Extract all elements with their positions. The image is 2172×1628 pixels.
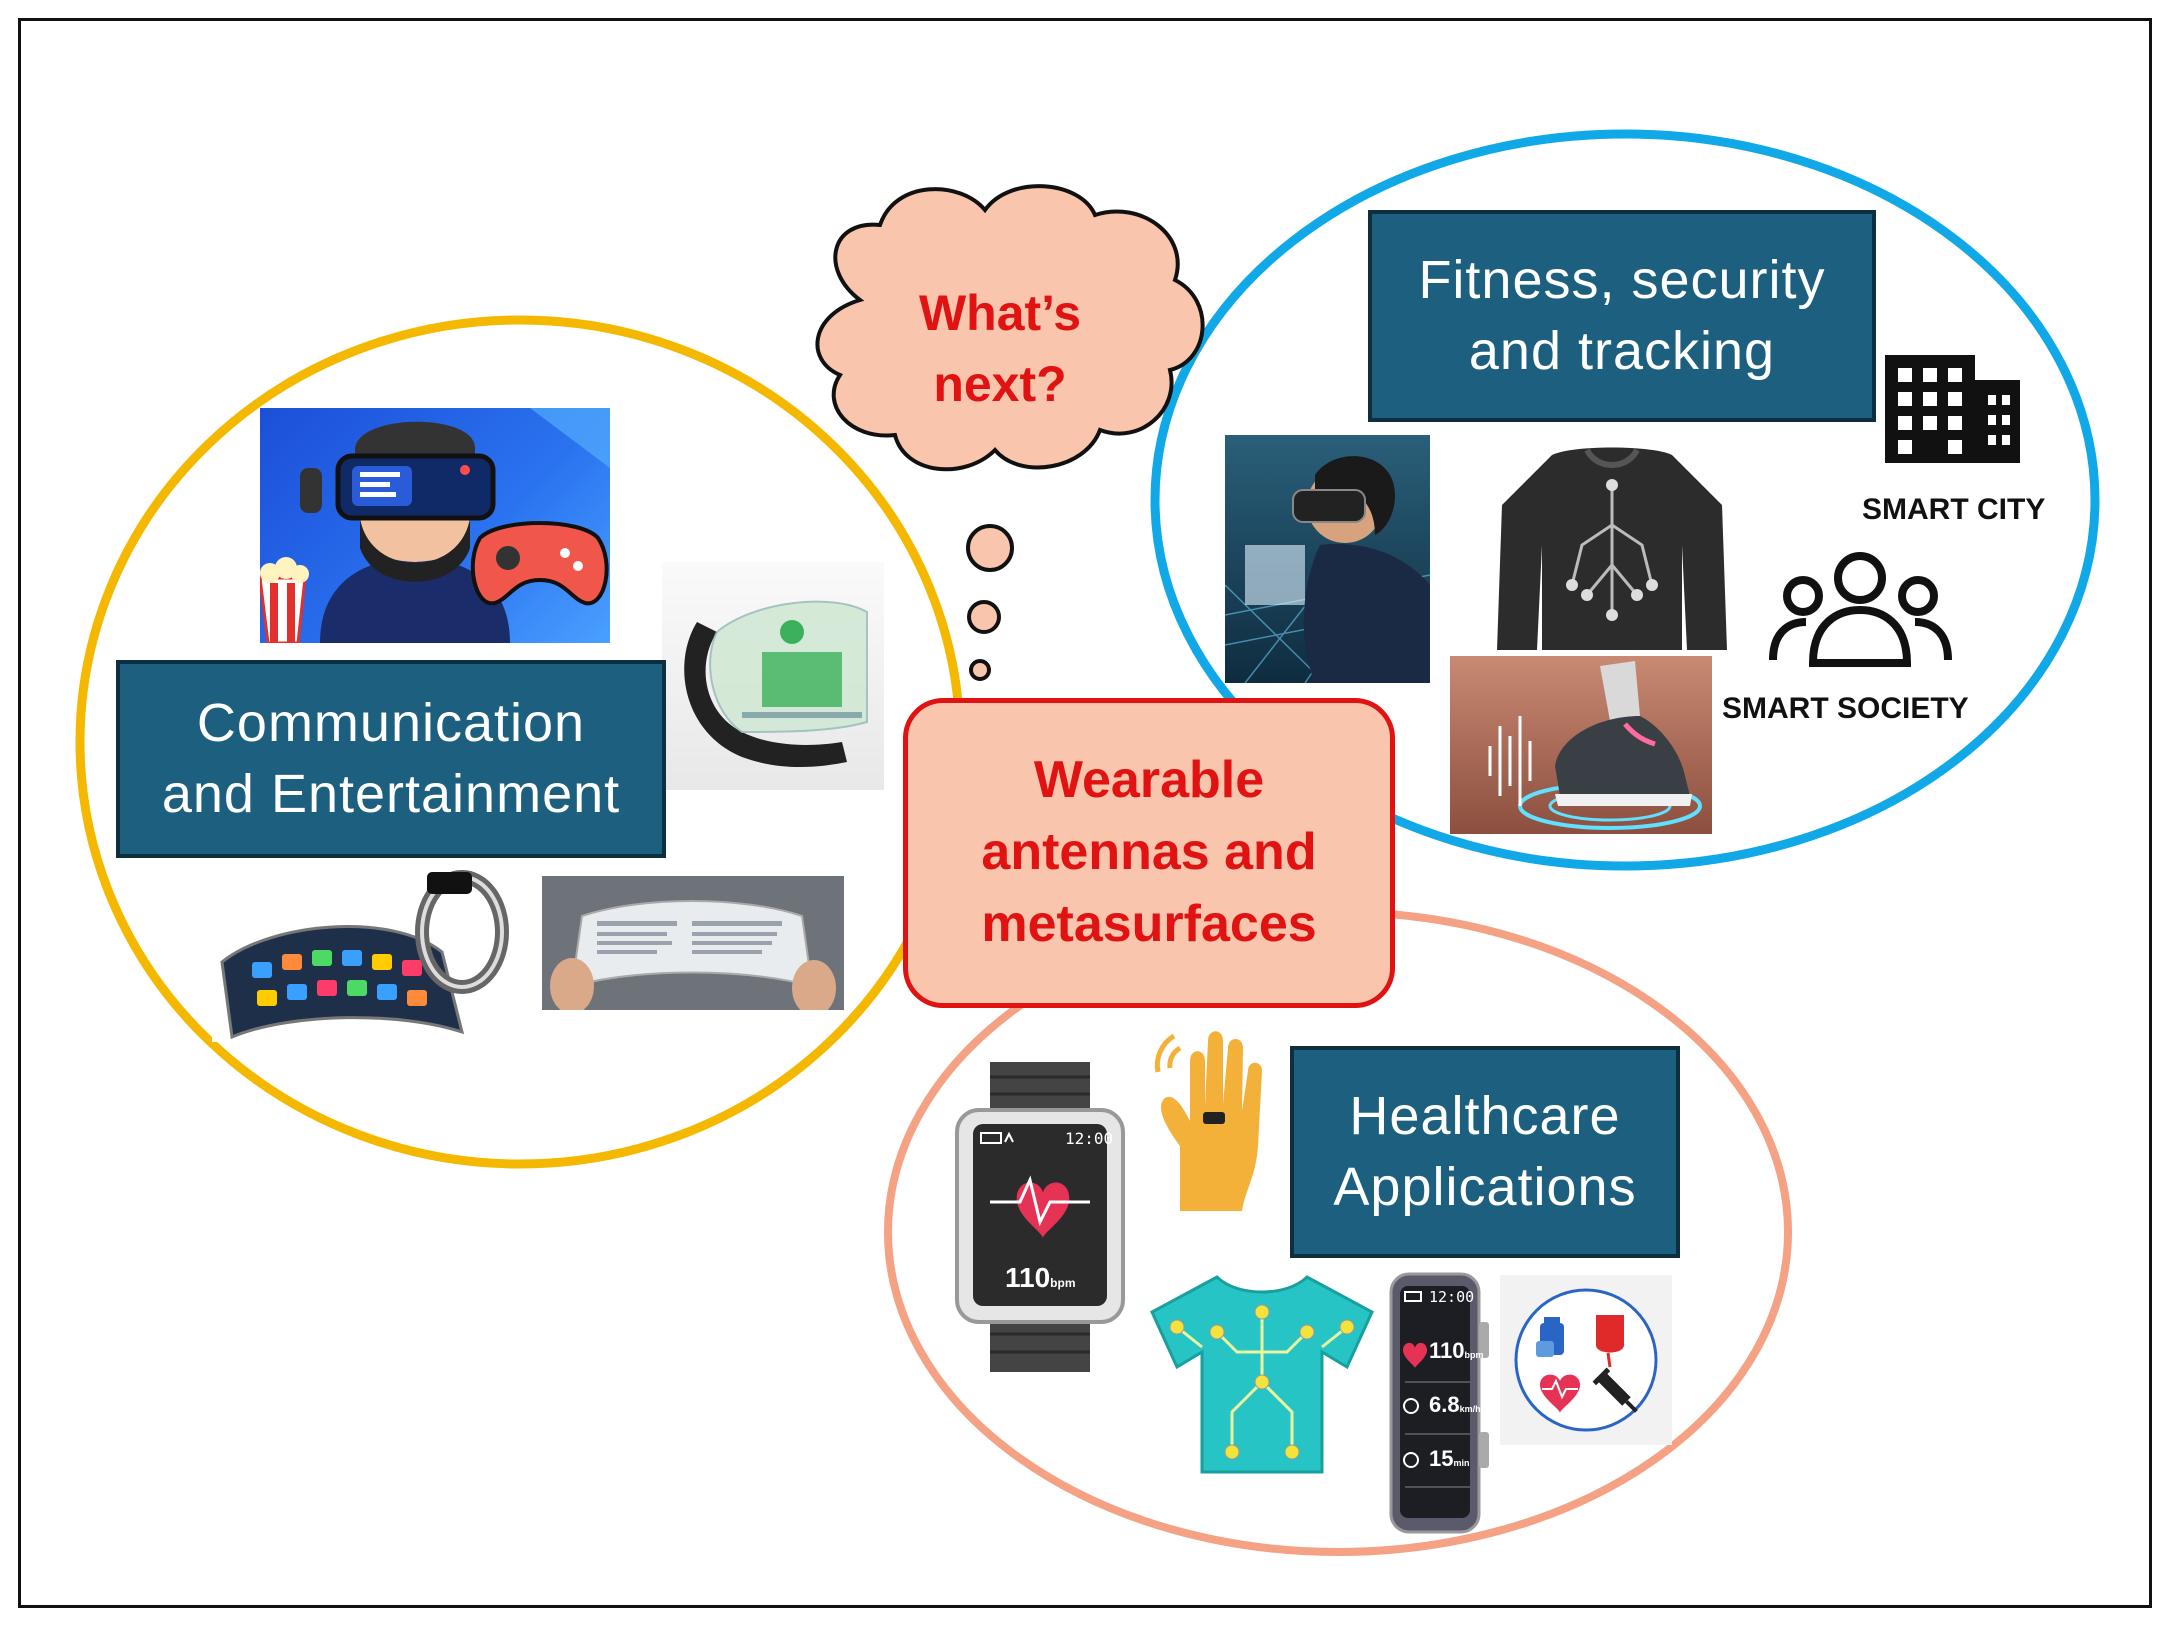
center-line3: metasurfaces — [981, 894, 1317, 953]
curved-phone-band-image — [212, 862, 517, 1042]
center-line1: Wearable — [1033, 751, 1265, 810]
flexible-paper-display-image — [542, 876, 844, 1010]
vr-gamer-icon — [260, 408, 610, 643]
smart-tshirt — [1142, 1272, 1382, 1477]
communication-line2: and Entertainment — [161, 764, 621, 824]
smart-shirt-image — [1492, 445, 1732, 650]
smart-society-label: SMART SOCIETY — [1722, 692, 1969, 725]
building-icon — [1885, 355, 2020, 463]
communication-label-box: Communication and Entertainment — [116, 660, 666, 858]
flexible-paper-icon — [542, 876, 844, 1010]
thought-bubble-large — [966, 524, 1014, 572]
smart-ring-hand — [1150, 1026, 1275, 1211]
center-line2: antennas and — [981, 823, 1317, 882]
fitness-label-box: Fitness, security and tracking — [1368, 210, 1876, 422]
healthcare-line1: Healthcare — [1349, 1085, 1621, 1146]
fitness-band: 12:00 110bpm 6.8km/h 15min — [1385, 1272, 1493, 1534]
ring-hand-icon — [1154, 1031, 1262, 1211]
watch-status-time: 12:00 — [1065, 1129, 1114, 1148]
health-icons-panel — [1500, 1275, 1672, 1445]
bracelet-display-icon — [684, 600, 868, 767]
whats-next-text: What’s next? — [840, 278, 1160, 420]
fitness-band-icon — [1389, 1272, 1489, 1534]
band-duration-value: 15 — [1429, 1446, 1454, 1471]
communication-line1: Communication — [196, 692, 586, 753]
heart-rate-watch: 12:00 110bpm — [955, 1062, 1125, 1372]
band-heart-unit: bpm — [1464, 1350, 1484, 1360]
watch-bpm-readout: 110bpm — [1005, 1262, 1076, 1294]
smart-society-people — [1768, 548, 1953, 673]
band-heart-value: 110 — [1429, 1338, 1465, 1363]
whats-next-line1: What’s — [918, 285, 1082, 341]
vr-worker-icon — [1225, 456, 1430, 683]
band-time: 12:00 — [1429, 1288, 1475, 1306]
running-shoe-image — [1450, 656, 1712, 834]
fitness-circle — [1150, 129, 2100, 871]
smart-city-label: SMART CITY — [1862, 493, 2046, 526]
watch-bpm-unit: bpm — [1050, 1276, 1076, 1290]
band-speed-unit: km/h — [1459, 1404, 1481, 1414]
fitness-line1: Fitness, security — [1418, 249, 1826, 310]
people-icon — [1769, 552, 1952, 667]
band-duration-readout: 15min — [1429, 1446, 1470, 1472]
thought-bubble-medium — [967, 600, 1001, 634]
band-speed-readout: 6.8km/h — [1429, 1392, 1481, 1418]
vr-gamer-image — [260, 408, 610, 643]
smart-city-building — [1880, 350, 2025, 465]
outer-frame — [18, 18, 2152, 1608]
watch-bpm-value: 110 — [1005, 1262, 1051, 1293]
smart-shirt-icon — [1497, 447, 1727, 650]
vr-worker-image — [1225, 435, 1430, 683]
thought-cloud — [815, 184, 1205, 472]
band-heart-readout: 110bpm — [1429, 1338, 1484, 1364]
healthcare-label-box: Healthcare Applications — [1290, 1046, 1680, 1258]
band-speed-value: 6.8 — [1429, 1392, 1460, 1417]
running-shoe-icon — [1488, 661, 1702, 830]
thought-bubble-small — [969, 659, 991, 681]
band-duration-unit: min — [1453, 1458, 1470, 1468]
flexible-bracelet-image — [662, 562, 884, 790]
whats-next-line2: next? — [933, 356, 1067, 412]
tshirt-icon — [1150, 1275, 1374, 1474]
fitness-line2: and tracking — [1468, 321, 1776, 381]
wearable-antennas-box: Wearable antennas and metasurfaces — [903, 698, 1395, 1008]
health-icons — [1514, 1288, 1658, 1432]
smartwatch-icon — [955, 1062, 1125, 1372]
curved-phone-icon — [220, 870, 509, 1040]
healthcare-line2: Applications — [1333, 1157, 1637, 1217]
